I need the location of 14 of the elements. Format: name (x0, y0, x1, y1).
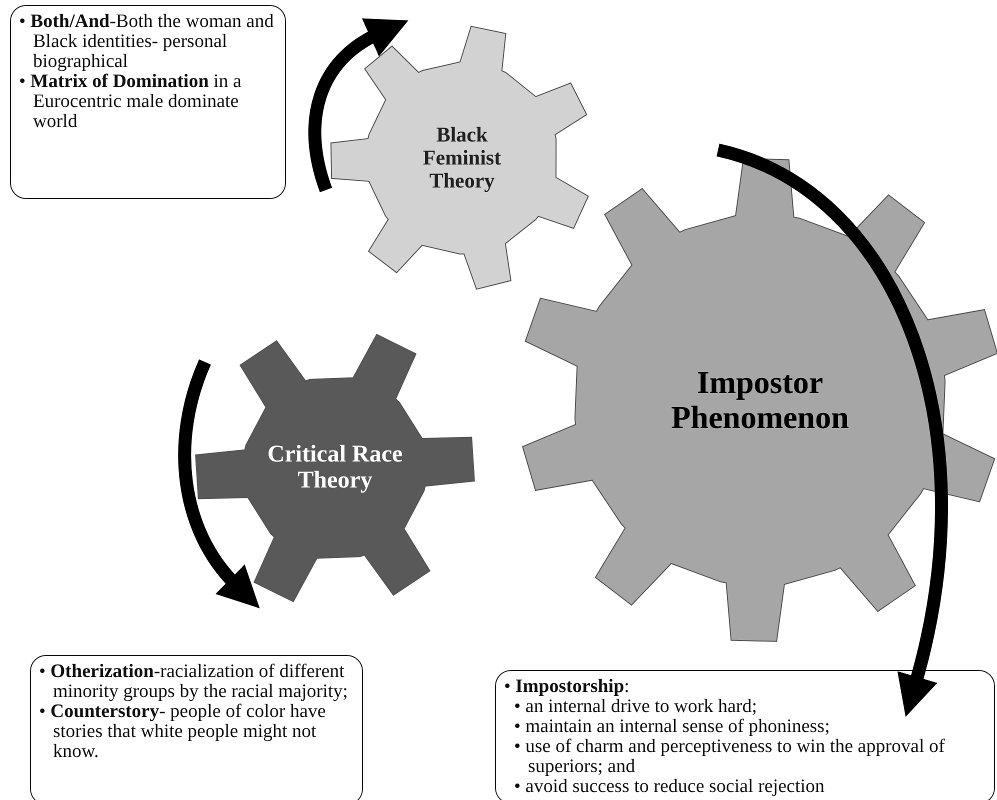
bullet-item: • Matrix of Domination in a Eurocentric male dominate world (19, 72, 242, 132)
text-box (30, 655, 363, 800)
bullet-item: • maintain an internal sense of phoniness; (514, 717, 831, 737)
bullet-item: • Counterstory- people of color have stories that white people might not know. (39, 702, 326, 762)
bullet-item: • Impostorship: (504, 677, 630, 697)
gear-label: Critical Race Theory (266, 442, 404, 494)
bullet-item: • use of charm and perceptiveness to win the approval of superiors; and (514, 737, 946, 777)
gear-label: Impostor Phenomenon (670, 364, 850, 436)
text-box (10, 5, 286, 199)
text-box (495, 670, 995, 800)
gear-label: Black Feminist Theory (422, 123, 502, 193)
bullet-item: • avoid success to reduce social rejection (514, 777, 826, 797)
bullet-item: • an internal drive to work hard; (514, 697, 758, 717)
bullet-item: • Otherization-racialization of different minority groups by the racial majority; (39, 662, 349, 702)
